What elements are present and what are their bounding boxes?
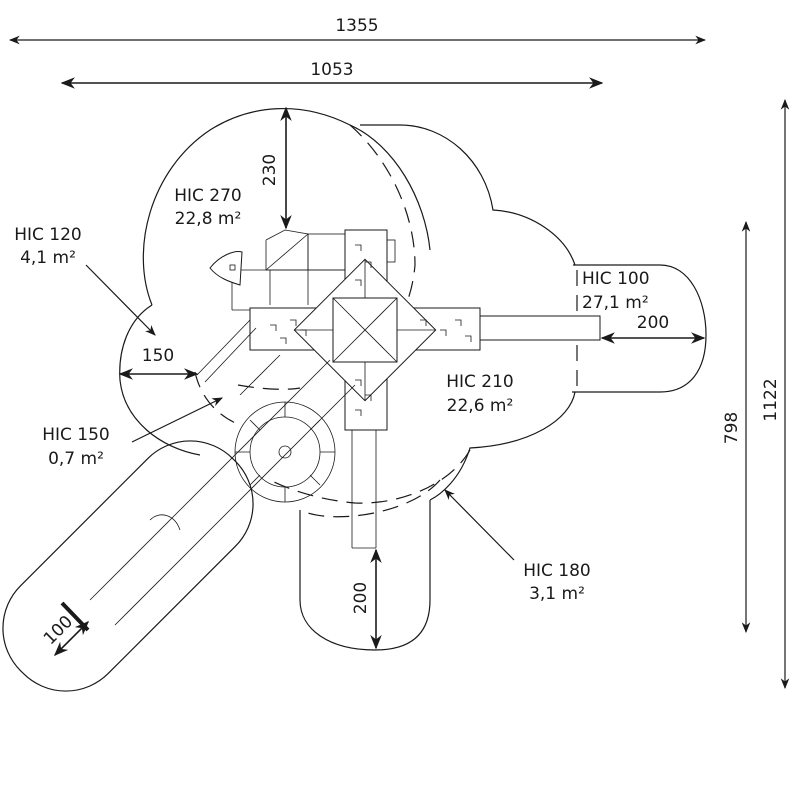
zone-hic: HIC 150 [42,425,110,445]
deck-frame [307,233,349,271]
roof-frame [265,229,309,271]
playground-structure [60,229,601,632]
zone-hic: HIC 180 [523,561,591,581]
fall-zone-slide-exit-outline [2,440,254,692]
zone-hic: HIC 210 [446,372,514,392]
bridge-texture [270,244,472,416]
zone-label-hic-270: HIC 270 22,8 m² [174,186,242,229]
dimension-label: 230 [260,154,280,186]
dimension-bottom-clearance: 200 [351,548,382,650]
zone-hic: HIC 100 [582,269,650,289]
panel-bolt [229,264,236,271]
dimension-slide-exit-width: 100 [40,612,90,657]
dimension-right-clearance: 200 [600,313,706,344]
zone-label-hic-150: HIC 150 0,7 m² [42,397,223,469]
leader-arrow [85,264,156,336]
tube-slide-exit-curve [149,514,181,531]
dimension-label: 798 [722,412,742,444]
tube-slide-edge [89,359,331,601]
zone-hic: HIC 270 [174,186,242,206]
fall-zone-hic-180-outline [299,500,431,651]
leader-arrow [131,397,223,443]
zone-hic: HIC 120 [14,225,82,245]
fall-zone-hic-270-outline [142,107,431,306]
dimension-label: 150 [142,346,174,366]
tube-slide-edge [114,384,356,626]
dimension-height-structure: 798 [722,220,751,634]
platform-diagonal [332,297,398,363]
dimension-label: 1122 [761,378,781,421]
frame-brace [265,233,309,271]
dimension-width-structure: 1053 [60,60,604,89]
zone-area: 3,1 m² [529,584,585,604]
zone-area: 22,8 m² [175,209,242,229]
zone-label-hic-180: HIC 180 3,1 m² [444,489,591,604]
spiral-tube-slide [234,401,336,503]
tube-slide-ring [239,354,281,396]
dimension-label: 200 [351,582,371,614]
zone-label-hic-100: HIC 100 27,1 m² [582,269,650,313]
fall-zone-hic-120-outline [119,304,201,456]
dimension-height-total: 1122 [761,98,790,690]
side-panel [386,239,396,263]
zone-label-hic-120: HIC 120 4,1 m² [14,225,156,336]
fall-zone-hic-100-outline [572,264,707,393]
leader-arrow [444,489,515,561]
dimension-label: 200 [637,313,669,333]
fall-zone-hic-150-dashed [194,371,241,426]
bridge-walkway-right [479,315,601,341]
dimension-label: 1355 [335,16,378,36]
slide-rail [196,319,251,376]
dimension-label: 100 [40,612,77,649]
shield-panel [209,251,243,286]
dimension-left-clearance: 150 [118,346,199,380]
dimension-width-total: 1355 [8,16,707,45]
dimension-top-clearance: 230 [260,106,292,230]
fall-zone-hic-210-outline [429,391,576,501]
fall-zone-dashed-inner [237,384,301,390]
zone-label-hic-210: HIC 210 22,6 m² [446,372,514,416]
zone-area: 4,1 m² [20,248,76,268]
zone-area: 0,7 m² [48,449,104,469]
fall-zone-upper-right-outline [360,124,576,266]
dimension-line [53,620,90,657]
zone-area: 27,1 m² [582,293,649,313]
fall-zone-boundary-dashed-bottom [299,479,441,518]
fall-zone-boundary-dashed-lower [269,449,471,504]
dimension-label: 1053 [310,60,353,80]
slide-rail [204,327,257,383]
zone-area: 22,6 m² [447,396,514,416]
